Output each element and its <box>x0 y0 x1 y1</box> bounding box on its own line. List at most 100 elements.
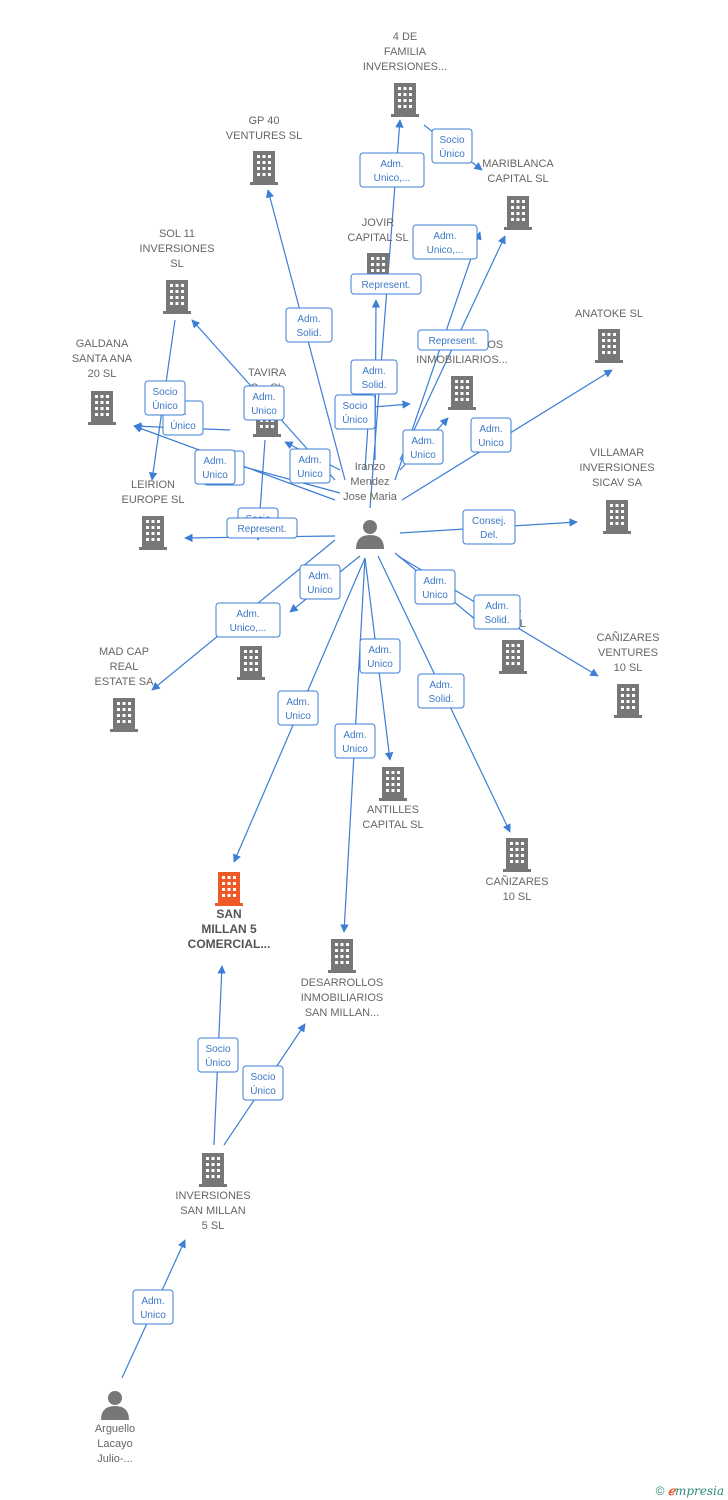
edge-label[interactable]: Adm.Unico <box>277 690 319 726</box>
edge-label[interactable]: Adm.Unico <box>299 564 341 600</box>
edge-label[interactable]: Adm.Unico <box>359 638 401 674</box>
node-label: SICAV SA <box>592 477 643 489</box>
node-label: INVERSIONES <box>175 1190 250 1202</box>
node-label: COMERCIAL... <box>188 937 271 951</box>
node-label: SAN MILLAN... <box>305 1007 380 1019</box>
edge-label[interactable]: Adm.Unico <box>402 429 444 465</box>
node-villamar[interactable]: VILLAMAR INVERSIONES SICAV SA <box>579 447 655 534</box>
edge-label-text: Único <box>205 1056 231 1069</box>
edge-label-box <box>197 1037 239 1073</box>
edge-label[interactable]: Adm.Unico <box>243 385 285 421</box>
edge-label[interactable]: Adm.Unico,... <box>359 152 425 188</box>
edge-label-text: Unico <box>342 744 368 755</box>
building-icon <box>163 280 191 314</box>
edge-label[interactable]: Adm. Solid. <box>285 307 333 343</box>
edge-label-box <box>431 128 473 164</box>
edge-label-text: Adm. <box>485 601 508 612</box>
edge-label[interactable]: Adm.Unico <box>334 723 376 759</box>
edge-label-text: Adm. <box>479 424 502 435</box>
copyright-symbol: © <box>655 1484 665 1498</box>
building-icon <box>391 83 419 117</box>
node-label: EUROPE SL <box>122 494 185 506</box>
node-label: SANTA ANA <box>72 353 133 365</box>
edge-label-box <box>226 517 298 539</box>
edge-label-box <box>242 1065 284 1101</box>
building-icon <box>139 516 167 550</box>
edge-label[interactable]: Adm.Solid. <box>417 673 465 709</box>
edge-label[interactable]: Adm.Unico,... <box>412 224 478 260</box>
building-icon <box>499 640 527 674</box>
edge-label-text: Único <box>342 413 368 426</box>
edge-label-text: Adm. <box>297 314 320 325</box>
node-label: Mendez <box>350 476 389 488</box>
edge-label-box <box>414 569 456 605</box>
edge-label-text: Unico <box>140 1310 166 1321</box>
edge-label-text: Unico,... <box>374 173 411 184</box>
node-label: CAPITAL SL <box>487 173 548 185</box>
edge-label-text: Adm. <box>308 571 331 582</box>
edge-label-text: Unico <box>251 406 277 417</box>
edge-label-box <box>462 509 516 545</box>
edge-label[interactable]: Adm.Unico <box>194 449 236 485</box>
edge-label[interactable]: Represent. <box>350 273 422 295</box>
edge-label-box <box>215 602 281 638</box>
building-icon <box>595 329 623 363</box>
edge-label-box <box>412 224 478 260</box>
node-label: CAÑIZARES <box>597 631 660 644</box>
person-icon <box>356 520 384 549</box>
node-label: CAÑIZARES <box>486 875 549 888</box>
edge-label[interactable]: Adm.Unico <box>414 569 456 605</box>
edge-label[interactable]: Represent. <box>226 517 298 539</box>
edge-label-text: Del. <box>480 530 498 541</box>
edge-label-text: Unico <box>410 450 436 461</box>
edge-label-box <box>417 329 489 351</box>
node-anatoke[interactable]: ANATOKE SL <box>575 308 643 363</box>
edge-label-box <box>132 1289 174 1325</box>
edge-label-text: Socio <box>342 401 367 412</box>
edge-label[interactable]: Represent. <box>417 329 489 351</box>
edge-label[interactable]: Adm.Unico <box>289 448 331 484</box>
edge-label[interactable]: Adm.Unico <box>132 1289 174 1325</box>
edge-label[interactable]: Adm.Unico,... <box>215 602 281 638</box>
node-arguello[interactable]: ArguelloLacayoJulio-... <box>95 1391 135 1465</box>
node-fam4[interactable]: 4 DEFAMILIAINVERSIONES... <box>363 31 447 117</box>
edge-label[interactable]: Adm.Solid. <box>473 594 521 630</box>
edge-label-text: Unico <box>367 659 393 670</box>
brand-logo-text: mpresia <box>674 1484 724 1498</box>
copyright-mark: © ℯmpresia <box>656 1484 724 1498</box>
edge-label-text: Adm. <box>429 680 452 691</box>
node-label: INVERSIONES <box>579 462 654 474</box>
node-label: FAMILIA <box>384 46 427 58</box>
edge-label[interactable]: Consej.Del. <box>462 509 516 545</box>
edge-label[interactable]: Adm.Unico <box>470 417 512 453</box>
building-icon <box>448 376 476 410</box>
edge-label-text: Solid. <box>296 328 321 339</box>
building-icon <box>503 838 531 872</box>
building-icon <box>504 196 532 230</box>
edge-label-box <box>334 394 376 430</box>
edge-label-text: Socio <box>205 1044 230 1055</box>
node-label: VILLAMAR <box>590 447 644 459</box>
edge-label[interactable]: Adm.Solid. <box>350 359 398 395</box>
node-label: Iranzo <box>355 461 386 473</box>
